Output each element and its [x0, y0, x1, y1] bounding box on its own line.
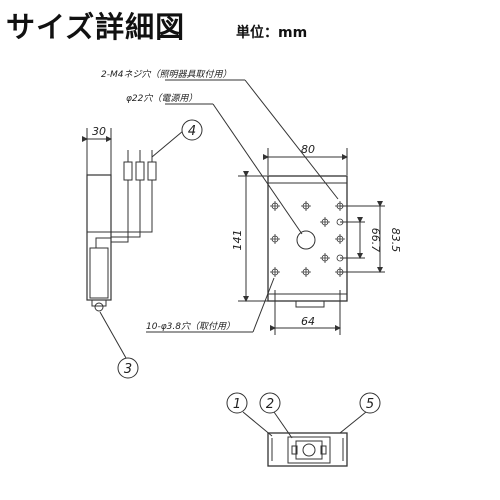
note-screw-holes: 2-M4ネジ穴（照明器具取付用） — [101, 69, 231, 80]
callout-3-circle — [117, 357, 139, 379]
page-title: サイズ詳細図 — [6, 10, 186, 44]
dim-hole-spacing-bottom: 64 — [301, 315, 315, 328]
callout-4-circle — [181, 119, 203, 141]
dim-hole-pitch-inner: 66.7 — [369, 228, 382, 253]
callout-2-circle — [259, 392, 281, 414]
side-view — [82, 128, 184, 359]
callout-1-circle — [226, 392, 248, 414]
dim-front-width: 80 — [301, 143, 315, 156]
callout-5-label: 5 — [366, 397, 374, 412]
callout-2-label: 2 — [266, 397, 274, 412]
front-view — [146, 79, 385, 335]
callout-4-label: 4 — [188, 124, 196, 139]
note-mount-holes: 10-φ3.8穴（取付用） — [146, 321, 235, 332]
unit-label: 単位：mm — [236, 25, 308, 41]
note-power-hole: φ22穴（電源用） — [126, 93, 197, 104]
dim-side-width: 30 — [92, 125, 106, 138]
bottom-view — [242, 411, 367, 467]
dim-front-height: 141 — [231, 230, 244, 251]
callout-3-label: 3 — [124, 362, 132, 377]
dim-hole-pitch-outer: 83.5 — [389, 228, 402, 253]
callout-1-label: 1 — [233, 397, 241, 412]
callout-5-circle — [359, 392, 381, 414]
